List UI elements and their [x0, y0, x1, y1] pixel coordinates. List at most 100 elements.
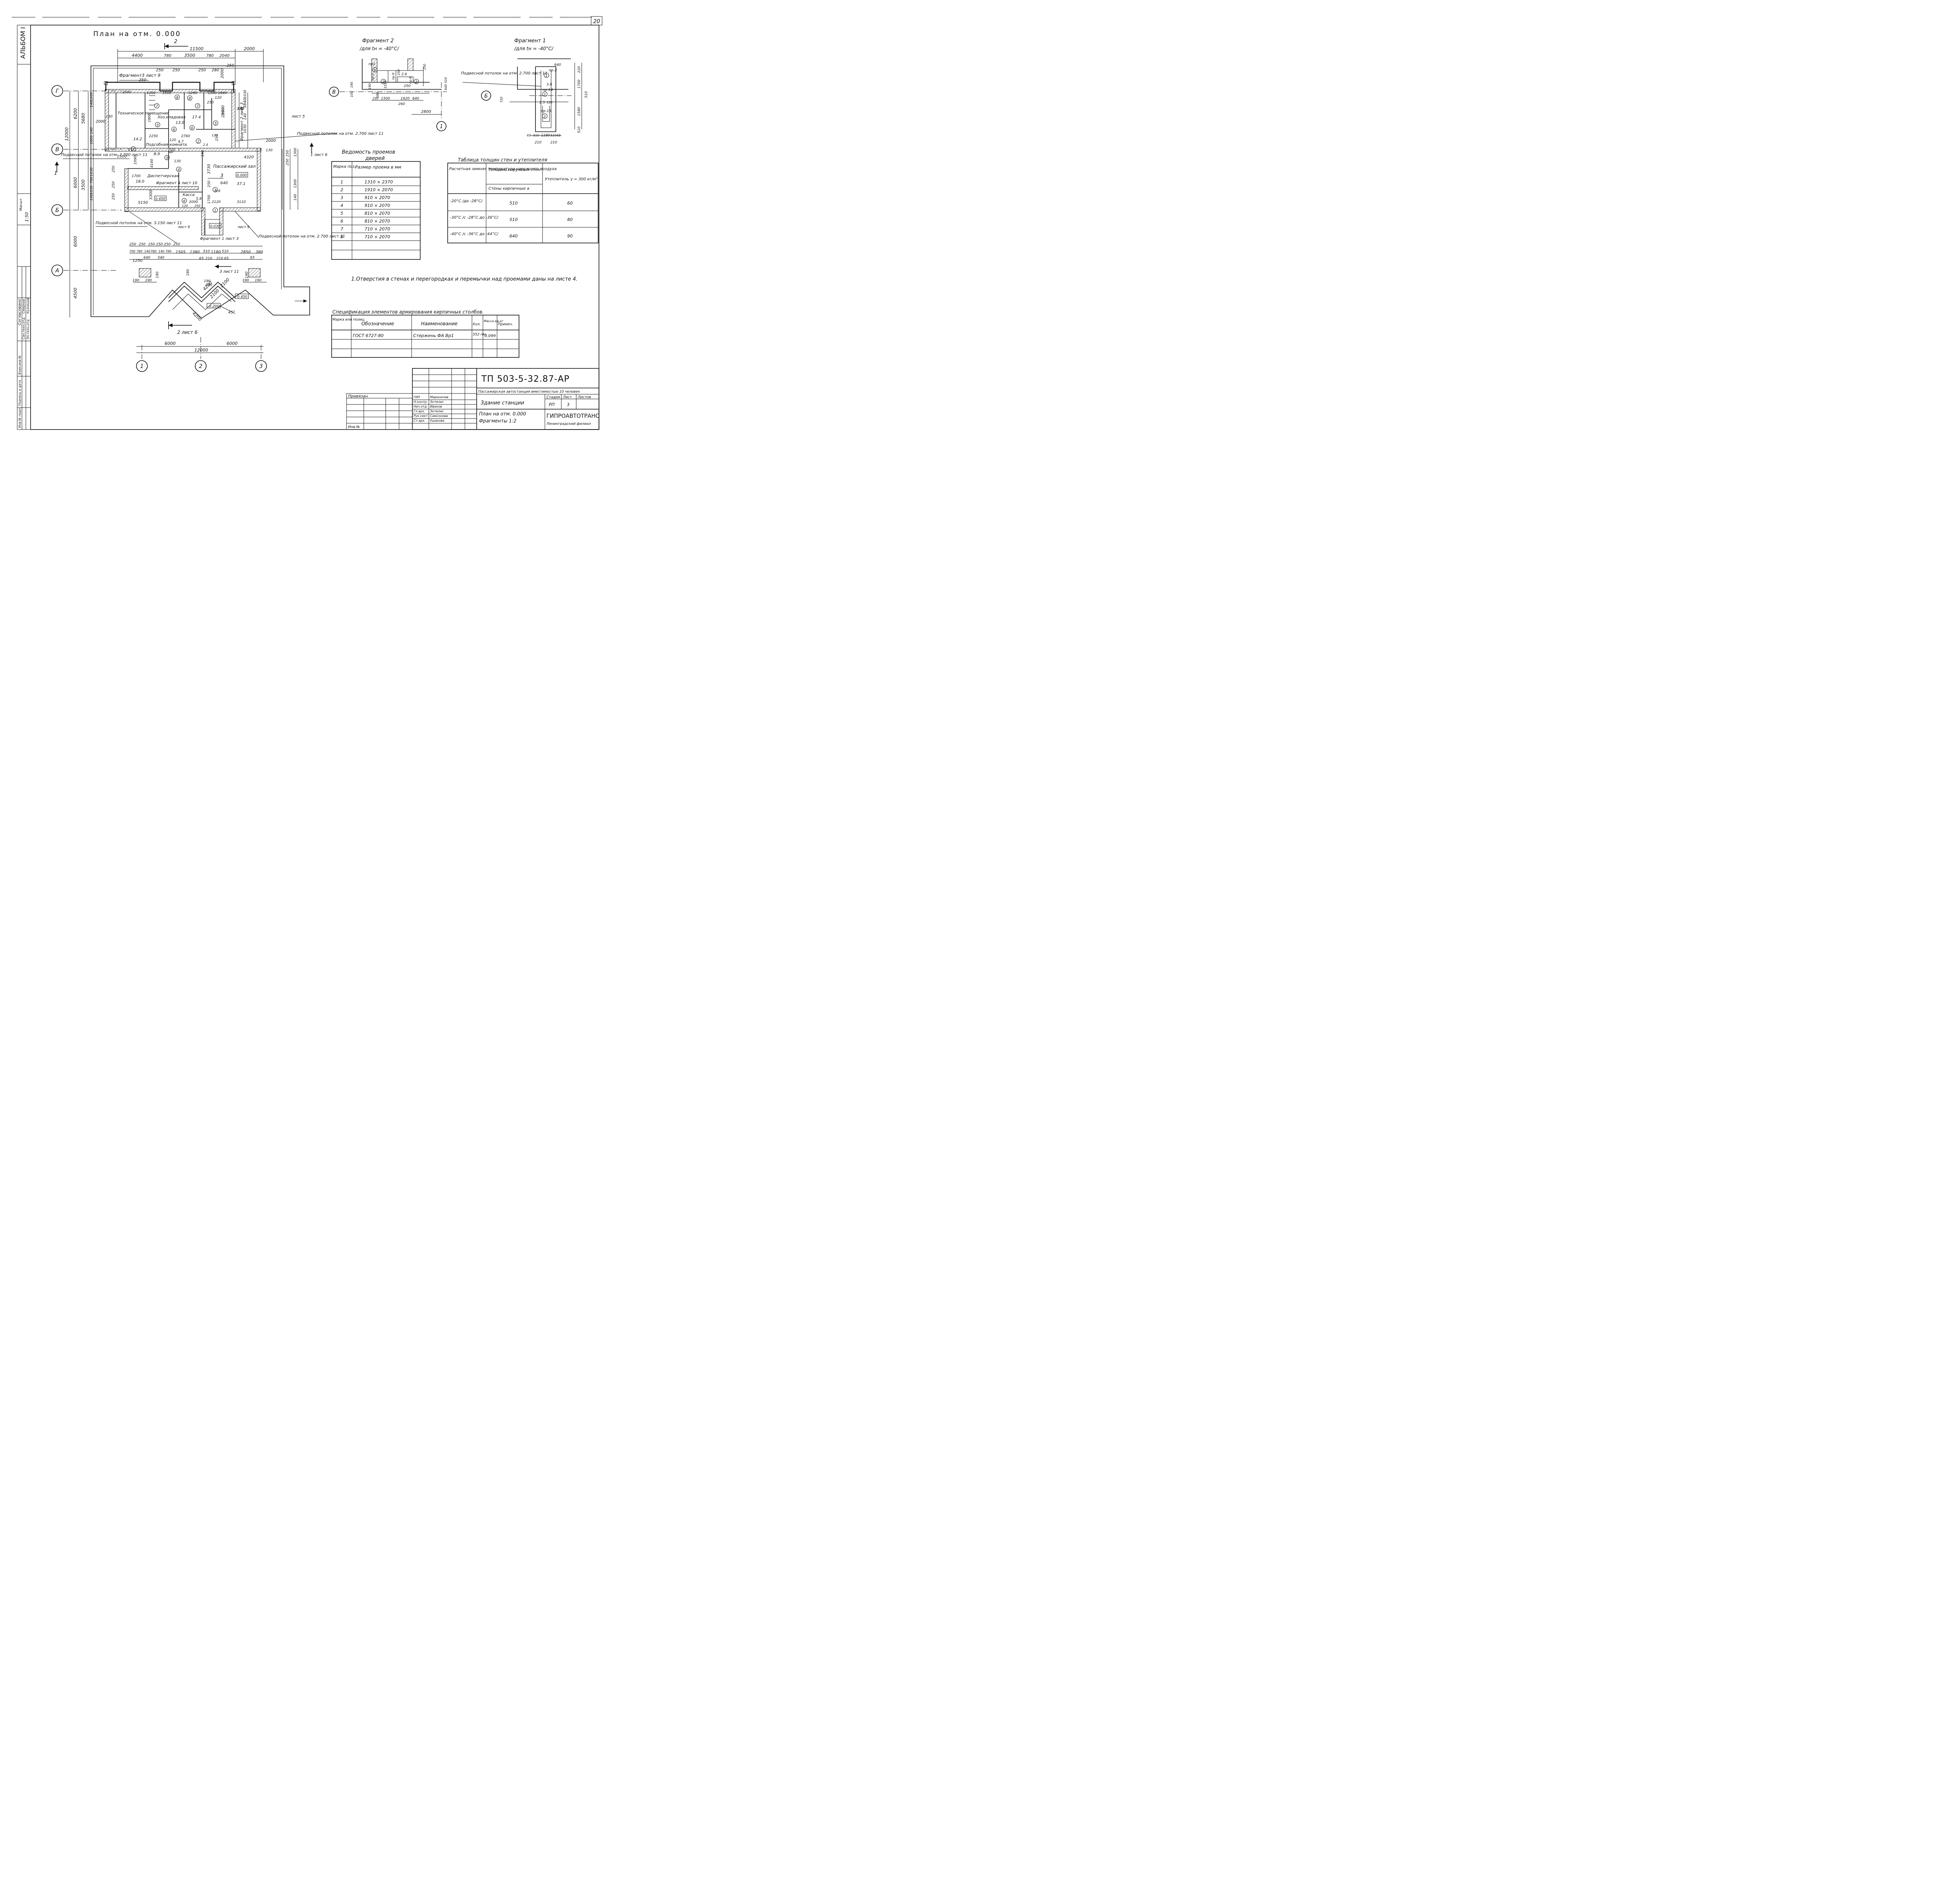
callout-ceiling-2: Подвесной потолок на отм. 2.700 лист 11 — [61, 153, 147, 157]
frag1-dim-3: 3.6 — [546, 83, 552, 87]
inner-dim-5: 1300 — [208, 91, 217, 95]
callout-sheet5: лист 5 — [291, 114, 305, 119]
inner-dim-18: 120 — [182, 204, 188, 208]
frag2-dim-4: 1620 — [401, 97, 410, 101]
callout-sheet9-a: лист 9 — [178, 225, 190, 229]
frag2-mark-1: пр1 — [368, 62, 375, 66]
inner-dim-29: 2.4 — [203, 143, 208, 147]
frag2-dim-3: 580 — [376, 92, 379, 98]
door-mark-2: 2 — [197, 140, 200, 144]
doors-row-size: 910 × 2070 — [365, 195, 390, 200]
dim-right-6: 1030 — [243, 124, 247, 133]
frag2-axis-label-v: В — [332, 89, 336, 95]
level-box-4 — [207, 303, 221, 308]
doors-row-size: 710 × 2070 — [365, 227, 390, 232]
dim-left-small-17: 140 — [90, 194, 94, 201]
side-stamp-name-2: Кузнецов — [26, 298, 30, 314]
door-marks: 1 1 2 3 3 4 5 5 5 6 6 6 7 7 8 8 — [131, 94, 218, 213]
frag1-mark-6: 1 — [544, 115, 546, 119]
inner-dim-26: 130 — [174, 160, 181, 163]
dim-left-small-15: 250 — [112, 166, 116, 172]
inner-dim-32: 120 — [212, 134, 218, 137]
axis-bubble-b — [51, 204, 63, 216]
dim-left-small-8: 140 — [90, 127, 94, 134]
section-label-right: 1 лист 6 — [310, 153, 327, 157]
doors-row-size: 1910 × 2070 — [365, 187, 393, 192]
inner-dim-2: 1200 — [147, 91, 156, 95]
stamp-bound: Привязан — [348, 394, 368, 399]
dim-front-18: 2850 — [241, 250, 250, 254]
stamp-stage: РП — [549, 402, 555, 407]
frag1-mark-circle-2 — [542, 91, 548, 97]
axis-grid — [64, 91, 261, 359]
spec-header-1: Марка или позиц. — [332, 318, 365, 322]
spec-header-3: Наименование — [421, 321, 457, 326]
room-technical: Техническое помещение — [118, 111, 169, 116]
level-box-1 — [236, 172, 248, 178]
inner-dim-19: 250 — [194, 204, 200, 208]
porch-dim-12: 180 — [186, 269, 190, 276]
callout-sheet9-b: лист 9 — [237, 225, 250, 229]
dim-top-small-5: 250 — [227, 63, 234, 68]
callout-leader-ceiling-4 — [235, 211, 259, 238]
walls-row-thickness: 510 — [510, 217, 518, 222]
level-3: 0.030 — [210, 225, 220, 228]
frag1-dim-4: 1700 — [577, 80, 581, 89]
stamp-branch: Ленинградский филиал — [546, 422, 591, 426]
frag1-dim-6: 1580 — [577, 107, 581, 116]
frag2-mark-2: пр-5 — [371, 74, 375, 81]
dim-right-14: 140 — [294, 194, 298, 201]
axis-bubble-a — [51, 265, 63, 276]
inner-dim-3: 1500 — [162, 91, 171, 95]
spec-header-4: Кол. — [473, 323, 481, 326]
side-stamp-row-1: Сан.техн.отд. — [22, 317, 25, 339]
doors-row-size: 1310 × 2370 — [365, 179, 393, 185]
frag2-mark-6: 2 — [382, 80, 385, 84]
frag1-dim-5: 510 — [584, 91, 588, 98]
door-mark-8b: 8 — [189, 97, 191, 101]
dim-right-8: 2000 — [266, 139, 276, 143]
stamp-role-name: Иванов — [430, 405, 442, 408]
room-utility: Подсобная комната — [146, 142, 187, 147]
stamp-role-name: Энтелис — [430, 400, 444, 404]
dim-front-27: 65 — [250, 256, 255, 260]
dim-top-small-3: 250 — [198, 68, 206, 73]
inner-dim-20: 2120 — [212, 200, 221, 204]
dim-front-5: 250 — [164, 243, 171, 247]
axis-label-1: 1 — [140, 363, 144, 370]
spec-cell-qty: 552 пм. — [473, 333, 487, 337]
callout-ceiling-3: Подвесной потолок на отм. 3.150 лист 11 — [96, 221, 182, 225]
frag2-dim-17: 510 — [444, 77, 448, 83]
inner-dim-6: 1660 — [218, 91, 227, 95]
door-mark-3: 3 — [132, 148, 134, 152]
frag1-dim-13: 210 — [535, 141, 541, 145]
inner-dim-22: 640 — [220, 181, 228, 185]
dim-left-small-12: 1030 — [90, 167, 94, 176]
dim-left-small-1: 6200 — [73, 108, 78, 119]
porch-dim-2: 190 — [145, 279, 152, 283]
dim-front-21: 640 — [143, 256, 150, 260]
frag1-dim-11: 510 — [550, 134, 556, 137]
frag2-axis-bubble-1 — [436, 121, 446, 131]
frag1-mark-4: 1 — [545, 74, 548, 78]
dim-front-11: 140 — [158, 250, 164, 253]
porch-angle: 45° — [228, 310, 235, 315]
section-mark-mid: 3 3 лист 11 — [208, 173, 239, 274]
room-cash: Касса — [183, 193, 194, 197]
door-mark-3b: 3 — [170, 149, 172, 153]
porch-dim-1: 190 — [132, 279, 139, 283]
dim-front-1: 250 — [129, 243, 136, 247]
frag2-dim-7: 2800 — [421, 110, 431, 114]
frag2-dim-13: 2.6 — [401, 73, 407, 76]
frag1-callout: Подвесной потолок на отм. 2.700 лист 11 — [461, 71, 547, 76]
stamp-sheet-title-1: План на отм. 0.000 — [479, 411, 526, 417]
inner-dim-33: 130 — [238, 107, 244, 111]
walls-row-temp: -30°С /с -28°С до -36°С/ — [450, 216, 499, 220]
stamp-role-name: Энтелис — [430, 410, 444, 413]
stamp-role-name: Самсонова — [430, 414, 448, 418]
dim-right-3: 1030 — [243, 90, 247, 99]
walls-row-insulation: 90 — [567, 234, 573, 239]
dim-front-26: 65 — [224, 257, 229, 261]
